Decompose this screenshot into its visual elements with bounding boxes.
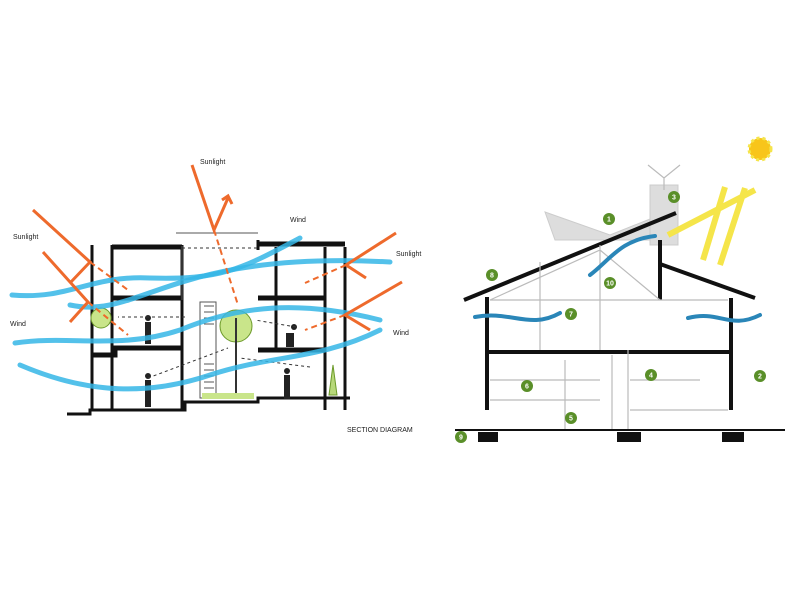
marker-8: 8	[486, 269, 498, 281]
marker-10: 10	[604, 277, 616, 289]
label-sunlight-left: Sunlight	[13, 234, 38, 241]
sunlight-arrows	[31, 164, 403, 336]
svg-text:10: 10	[606, 281, 614, 288]
svg-text:7: 7	[569, 312, 573, 319]
marker-5: 5	[565, 412, 577, 424]
label-sunlight-top: Sunlight	[200, 159, 225, 166]
section-diagram-title: SECTION DIAGRAM	[347, 427, 413, 434]
marker-6: 6	[521, 380, 533, 392]
marker-2: 2	[754, 370, 766, 382]
house-section: 1 2 3 4 5 6 7 8 9 10	[455, 136, 785, 443]
marker-4: 4	[645, 369, 657, 381]
label-sunlight-right: Sunlight	[396, 251, 421, 258]
svg-text:6: 6	[525, 384, 529, 391]
sun	[747, 136, 773, 162]
sun-rays	[666, 186, 757, 266]
label-wind-top: Wind	[290, 217, 306, 224]
marker-3: 3	[668, 191, 680, 203]
view-lines	[118, 316, 311, 379]
trees	[90, 307, 338, 399]
svg-text:4: 4	[649, 373, 653, 380]
section-diagram: Sunlight Sunlight Sunlight Wind Wind Win…	[9, 159, 421, 434]
svg-text:9: 9	[459, 435, 463, 442]
marker-9: 9	[455, 431, 467, 443]
marker-7: 7	[565, 308, 577, 320]
wind-flows	[9, 235, 393, 392]
svg-text:1: 1	[607, 217, 611, 224]
label-wind-left: Wind	[10, 321, 26, 328]
background-gables	[544, 164, 681, 246]
number-markers: 1 2 3 4 5 6 7 8 9 10	[455, 191, 766, 443]
air-flows	[473, 234, 762, 323]
people-figures	[145, 315, 297, 407]
svg-text:5: 5	[569, 416, 573, 423]
svg-text:3: 3	[672, 195, 676, 202]
svg-text:8: 8	[490, 273, 494, 280]
svg-text:2: 2	[758, 374, 762, 381]
marker-1: 1	[603, 213, 615, 225]
label-wind-right: Wind	[393, 330, 409, 337]
